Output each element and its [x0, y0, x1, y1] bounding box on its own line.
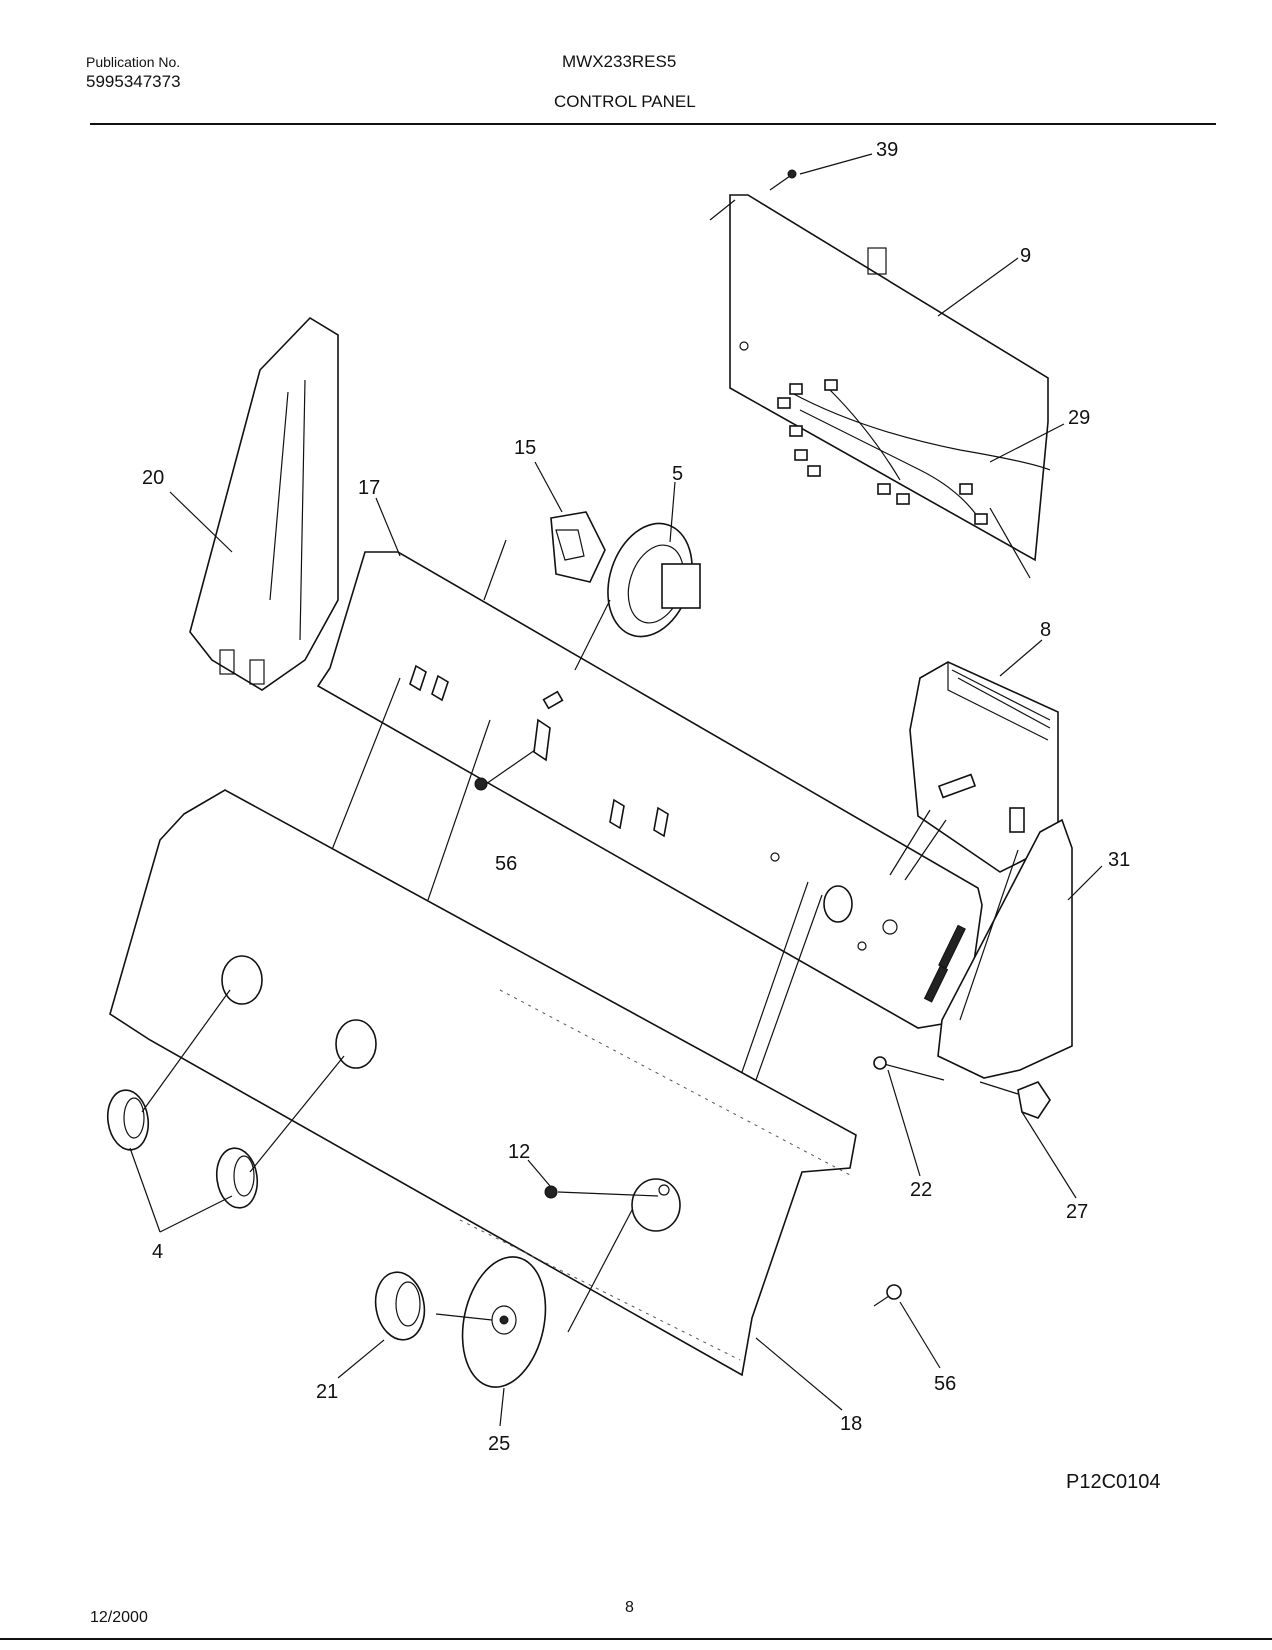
callout-39: 39: [876, 139, 898, 161]
section-title: CONTROL PANEL: [554, 92, 696, 111]
part-56-screw-lower: [873, 1284, 902, 1307]
part-22-screw: [873, 1056, 945, 1081]
callout-56-lower: 56: [934, 1373, 956, 1395]
footer-rule: [0, 1638, 1272, 1640]
part-25-dial-skirt: [435, 1209, 633, 1388]
part-9-rear-panel: [709, 194, 1049, 579]
part-17-panel-plate: [316, 539, 983, 1029]
part-29-wire-harness: [777, 379, 1051, 525]
callout-17: 17: [358, 477, 380, 499]
page-number: 8: [625, 1599, 634, 1616]
callout-25: 25: [488, 1433, 510, 1455]
callout-4: 4: [152, 1241, 163, 1263]
callout-8: 8: [1040, 619, 1051, 641]
part-39-screw: [769, 169, 797, 191]
callout-5: 5: [672, 463, 683, 485]
callout-22: 22: [910, 1179, 932, 1201]
publication-number: 5995347373: [86, 72, 181, 91]
callout-labels: 39 9 29 15 5 20 17 8 56 31 22 27 12 4 21…: [142, 139, 1130, 1455]
callout-20: 20: [142, 467, 164, 489]
model-number: MWX233RES5: [562, 52, 677, 71]
part-20-circuit-board: [189, 316, 339, 691]
callout-56-upper: 56: [495, 853, 517, 875]
callout-29: 29: [1068, 407, 1090, 429]
callout-9: 9: [1020, 245, 1031, 267]
callout-21: 21: [316, 1381, 338, 1403]
callout-31: 31: [1108, 849, 1130, 871]
publication-label: Publication No.: [86, 54, 181, 70]
callout-12: 12: [508, 1141, 530, 1163]
publication-date: 12/2000: [90, 1609, 148, 1626]
part-8-control-box: [889, 661, 1059, 881]
part-18-console: [109, 789, 857, 1377]
part-31-end-cap: [937, 818, 1073, 1079]
part-15-switch: [550, 511, 606, 583]
part-12-screw: [544, 1185, 659, 1199]
part-5-timer: [574, 522, 701, 671]
header-rule: [90, 123, 1216, 125]
callout-18: 18: [840, 1413, 862, 1435]
part-56-screw-upper: [474, 749, 536, 791]
callout-27: 27: [1066, 1201, 1088, 1223]
figure-code: P12C0104: [1066, 1471, 1161, 1493]
leader-lines: [129, 153, 1103, 1427]
part-4-knobs: [106, 989, 345, 1209]
part-21-knob: [374, 1271, 426, 1341]
callout-15: 15: [514, 437, 536, 459]
part-27-clip: [979, 1081, 1051, 1119]
